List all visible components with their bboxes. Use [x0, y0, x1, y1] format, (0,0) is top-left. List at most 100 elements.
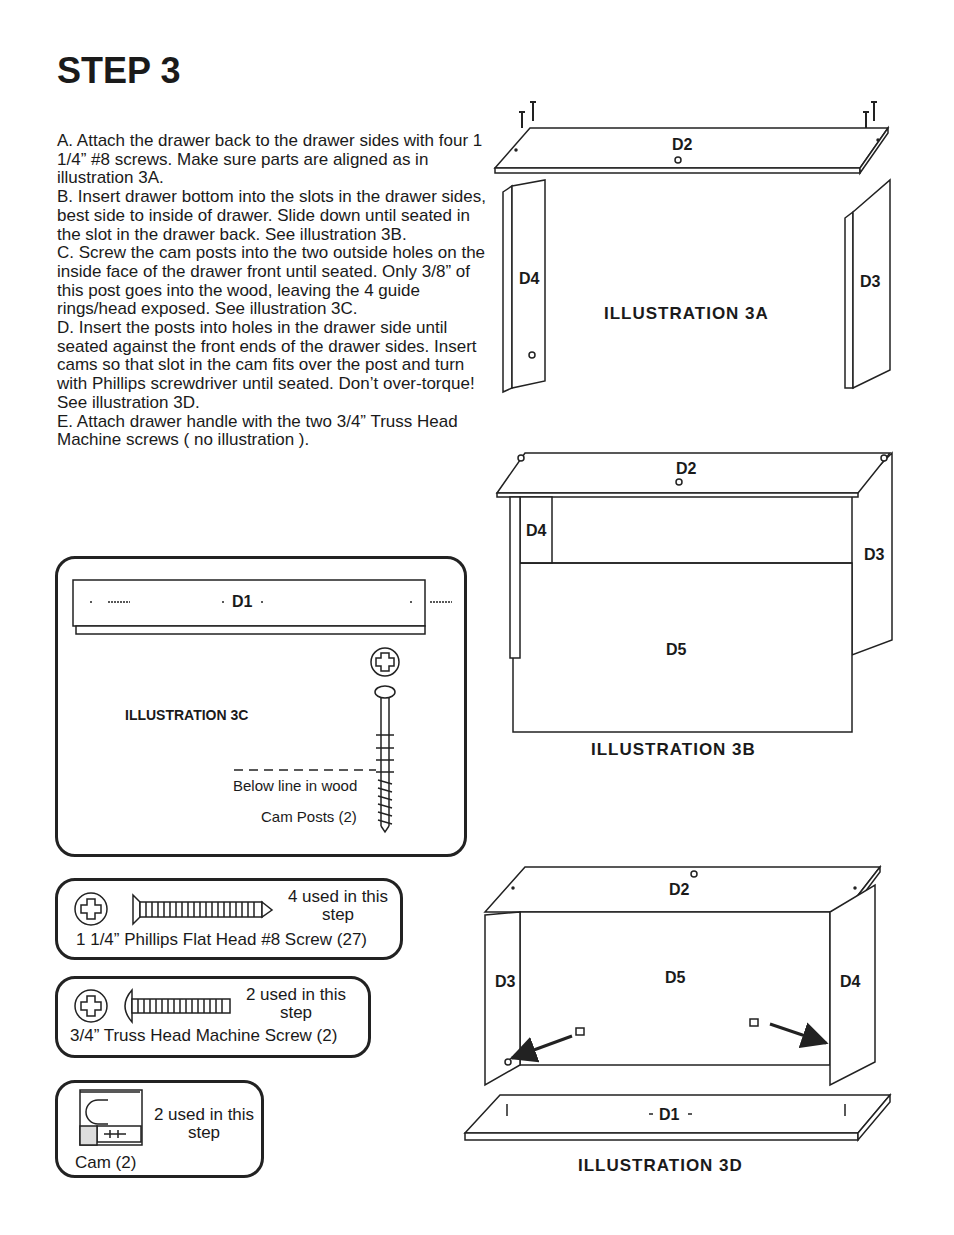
part-label: D4 [526, 522, 546, 540]
panel-edge [465, 1133, 858, 1140]
screw [519, 111, 525, 113]
illustration-caption: ILLUSTRATION 3D [578, 1156, 743, 1176]
illustration-3c [73, 580, 452, 832]
part-label: D3 [860, 273, 880, 291]
cam-icon [80, 1090, 142, 1145]
panel-edge [860, 128, 888, 173]
drawer-bottom [513, 563, 852, 732]
mark [108, 601, 130, 603]
mark [430, 601, 452, 603]
insert-arrow [512, 1036, 572, 1058]
cam [750, 1019, 758, 1026]
hardware-text: 2 used in this step [244, 986, 348, 1022]
callout-box: 4 used in this step1 1/4” Phillips Flat … [55, 878, 403, 960]
callout-box: 2 used in this step3/4” Truss Head Machi… [55, 976, 371, 1058]
flat-head-screw [146, 902, 254, 917]
hole [512, 887, 514, 889]
instructions: A. Attach the drawer back to the drawer … [57, 132, 489, 450]
insert-arrow [770, 1024, 826, 1043]
illustration-caption: ILLUSTRATION 3A [604, 304, 769, 324]
flat-head-screw [75, 893, 107, 925]
part-label: D3 [495, 973, 515, 991]
part-label: D1 [232, 593, 252, 611]
hardware-text: ILLUSTRATION 3C [125, 706, 248, 724]
side-panel-inner [520, 497, 552, 563]
cam-icon [97, 1126, 141, 1142]
truss-head-screw [138, 999, 222, 1013]
wood-line [234, 769, 376, 771]
side-panel [853, 180, 890, 388]
drawer-front-panel [73, 580, 425, 626]
drawer-back-panel [485, 867, 880, 912]
truss-head-screw [75, 990, 230, 1022]
drawer-bottom [520, 912, 830, 1065]
guide-ring [376, 771, 394, 773]
side-panel-edge [510, 497, 520, 658]
callout-box: 2 used in this stepCam (2) [55, 1080, 264, 1178]
hole [515, 149, 517, 151]
flat-head-screw [81, 899, 101, 919]
instruction-text: D. Insert the posts into holes in the dr… [57, 319, 489, 413]
screw [530, 101, 536, 103]
illustration-3d [465, 867, 890, 1140]
instruction-text: B. Insert drawer bottom into the slots i… [57, 188, 489, 244]
part-label: D2 [676, 460, 696, 478]
part-label: D2 [672, 136, 692, 154]
cam-icon [80, 1092, 140, 1124]
screw [521, 112, 523, 128]
cam-post [844, 1104, 846, 1116]
flat-head-screw [262, 902, 272, 917]
hole [691, 871, 697, 877]
mark [688, 1113, 692, 1115]
screw [863, 111, 869, 113]
side-panel [485, 912, 520, 1085]
hole [881, 455, 887, 461]
cam-post-shaft [380, 698, 382, 826]
mark [410, 601, 412, 603]
screw [873, 102, 875, 121]
screw [532, 102, 534, 121]
hole [518, 455, 524, 461]
cam-icon [80, 1126, 97, 1145]
cam-icon [104, 1130, 126, 1138]
screw [519, 102, 877, 128]
mark [261, 601, 263, 603]
panel-edge [76, 626, 425, 634]
hole [676, 479, 682, 485]
side-panel-edge [503, 186, 512, 392]
hardware-text: 4 used in this step [286, 888, 390, 924]
thread [378, 780, 392, 832]
guide-ring [376, 747, 394, 749]
callout-box: D1ILLUSTRATION 3C Below line in woodCam P… [55, 556, 467, 857]
drawer-back-panel [495, 128, 888, 168]
drawer-front-panel [465, 1095, 890, 1133]
truss-head-screw [81, 996, 101, 1016]
instruction-text: C. Screw the cam posts into the two outs… [57, 244, 489, 319]
slot-line [520, 562, 852, 564]
hardware-text: Below line in wood [233, 777, 357, 795]
part-label: D4 [840, 973, 860, 991]
guide-ring [376, 735, 394, 772]
hole [854, 887, 856, 889]
mark [90, 601, 92, 603]
mark [649, 1113, 653, 1115]
mark [222, 601, 224, 603]
flat-head-screw [140, 902, 262, 917]
cam [576, 1028, 584, 1035]
flat-head-screw [75, 893, 272, 925]
hardware-text: Cam Posts (2) [261, 808, 357, 826]
truss-head-screw [132, 999, 230, 1013]
part-label: D3 [864, 546, 884, 564]
hole [529, 352, 535, 358]
instruction-text: A. Attach the drawer back to the drawer … [57, 132, 489, 188]
hole [675, 157, 681, 163]
step-title: STEP 3 [57, 50, 180, 91]
guide-ring [376, 734, 394, 736]
cam-post [506, 1104, 508, 1116]
illustration-3a [495, 102, 890, 392]
part-label: D4 [519, 270, 539, 288]
cam-post-head [375, 686, 395, 698]
side-panel-edge [845, 212, 853, 388]
side-panel [830, 885, 875, 1085]
illustration-caption: ILLUSTRATION 3B [591, 740, 756, 760]
